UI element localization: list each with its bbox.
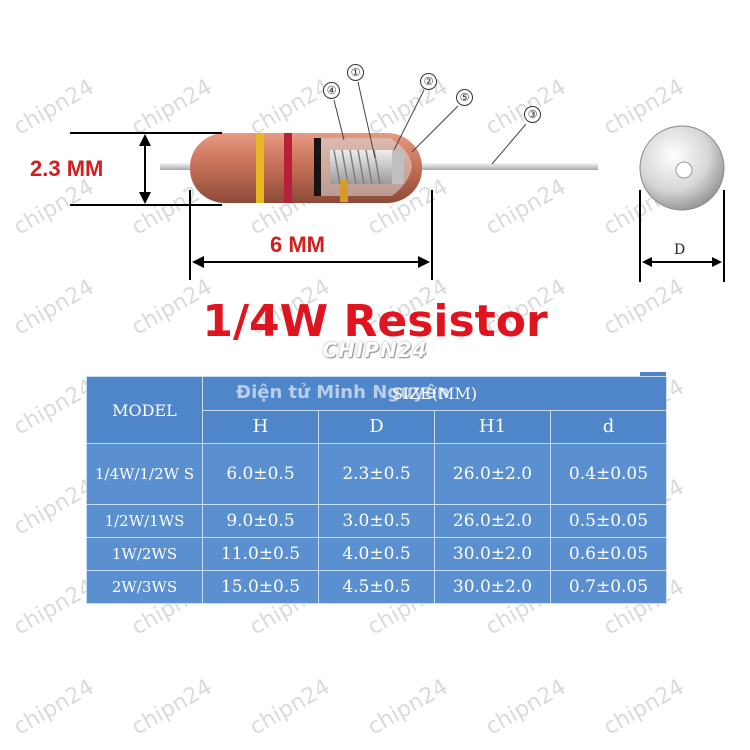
- table-row: 1/2W/1WS 9.0±0.5 3.0±0.5 26.0±2.0 0.5±0.…: [86, 504, 667, 538]
- watermark-text: chipn24: [9, 674, 99, 741]
- left-lead: [160, 163, 200, 170]
- row-model: 1/2W/1WS: [86, 504, 203, 538]
- table-cell: 0.6±0.05: [550, 537, 667, 571]
- callout-leader-2: [393, 89, 425, 151]
- length-arrow-left: [192, 256, 204, 268]
- watermark-text: chipn24: [481, 674, 571, 741]
- callout-leader-3: [491, 123, 527, 165]
- diameter-label: 2.3 MM: [30, 156, 104, 181]
- watermark-text: chipn24: [599, 674, 689, 741]
- callout-4: ④: [323, 82, 340, 99]
- table-cell: 30.0±2.0: [434, 537, 551, 571]
- page-title: 1/4W Resistor: [202, 296, 548, 347]
- coil-windings: [333, 149, 381, 185]
- callout-1: ①: [347, 64, 364, 81]
- ceramic-core: [330, 150, 400, 184]
- table-row: 2W/3WS 15.0±0.5 4.5±0.5 30.0±2.0 0.7±0.0…: [86, 570, 667, 604]
- brand-mark: CHIPN24: [322, 338, 428, 362]
- diameter-arrow-bottom: [139, 192, 151, 204]
- table-cell: 9.0±0.5: [202, 504, 319, 538]
- table-cell: 2.3±0.5: [318, 443, 435, 505]
- row-model: 1/4W/1/2W S: [86, 443, 203, 505]
- watermark-text: chipn24: [363, 674, 453, 741]
- table-cell: 4.5±0.5: [318, 570, 435, 604]
- watermark-text: chipn24: [245, 674, 335, 741]
- table-cell: 30.0±2.0: [434, 570, 551, 604]
- color-band-3: [314, 138, 321, 196]
- callout-leader-4: [333, 99, 345, 141]
- column-header-d-lower: d: [550, 409, 667, 444]
- watermark-text: chipn24: [127, 674, 217, 741]
- row-model: 2W/3WS: [86, 570, 203, 604]
- end-cap: [392, 150, 404, 184]
- row-model: 1W/2WS: [86, 537, 203, 571]
- size-header: SIZE(MM): [202, 376, 667, 411]
- diameter-arrow-top: [139, 134, 151, 146]
- color-band-4: [340, 180, 348, 202]
- table-cell: 6.0±0.5: [202, 443, 319, 505]
- callout-2: ②: [420, 73, 437, 90]
- table-row: 1/4W/1/2W S 6.0±0.5 2.3±0.5 26.0±2.0 0.4…: [86, 443, 667, 505]
- column-header-d-upper: D: [318, 409, 435, 444]
- color-band-1: [256, 133, 264, 203]
- column-header-h1: H1: [434, 409, 551, 444]
- table-cell: 3.0±0.5: [318, 504, 435, 538]
- table-cell: 4.0±0.5: [318, 537, 435, 571]
- callout-leader-5: [411, 105, 459, 153]
- table-corner-tab: [640, 372, 666, 380]
- callout-5: ⑤: [456, 89, 473, 106]
- end-view-arrow-right: [712, 257, 722, 267]
- table-cell: 0.5±0.05: [550, 504, 667, 538]
- table-cell: 26.0±2.0: [434, 443, 551, 505]
- table-row: 1W/2WS 11.0±0.5 4.0±0.5 30.0±2.0 0.6±0.0…: [86, 537, 667, 571]
- length-arrow-right: [418, 256, 430, 268]
- spec-table: MODEL SIZE(MM) H D H1 d 1/4W/1/2W S 6.0±…: [86, 376, 667, 604]
- end-view-lead: [675, 161, 693, 179]
- end-view-diameter-label: D: [674, 242, 686, 258]
- table-cell: 26.0±2.0: [434, 504, 551, 538]
- table-cell: 0.7±0.05: [550, 570, 667, 604]
- length-label: 6 MM: [270, 232, 325, 257]
- table-cell: 11.0±0.5: [202, 537, 319, 571]
- table-cell: 0.4±0.05: [550, 443, 667, 505]
- table-cell: 15.0±0.5: [202, 570, 319, 604]
- callout-3: ③: [524, 106, 541, 123]
- right-lead: [412, 163, 598, 170]
- end-view-arrow-left: [642, 257, 652, 267]
- resistor-diagram: [70, 81, 725, 282]
- table-watermark: Điện tử Minh Nguyên: [236, 382, 450, 403]
- column-header-h: H: [202, 409, 319, 444]
- callout-leader-1: [357, 81, 376, 159]
- color-band-2: [284, 133, 292, 203]
- model-header: MODEL: [86, 376, 203, 444]
